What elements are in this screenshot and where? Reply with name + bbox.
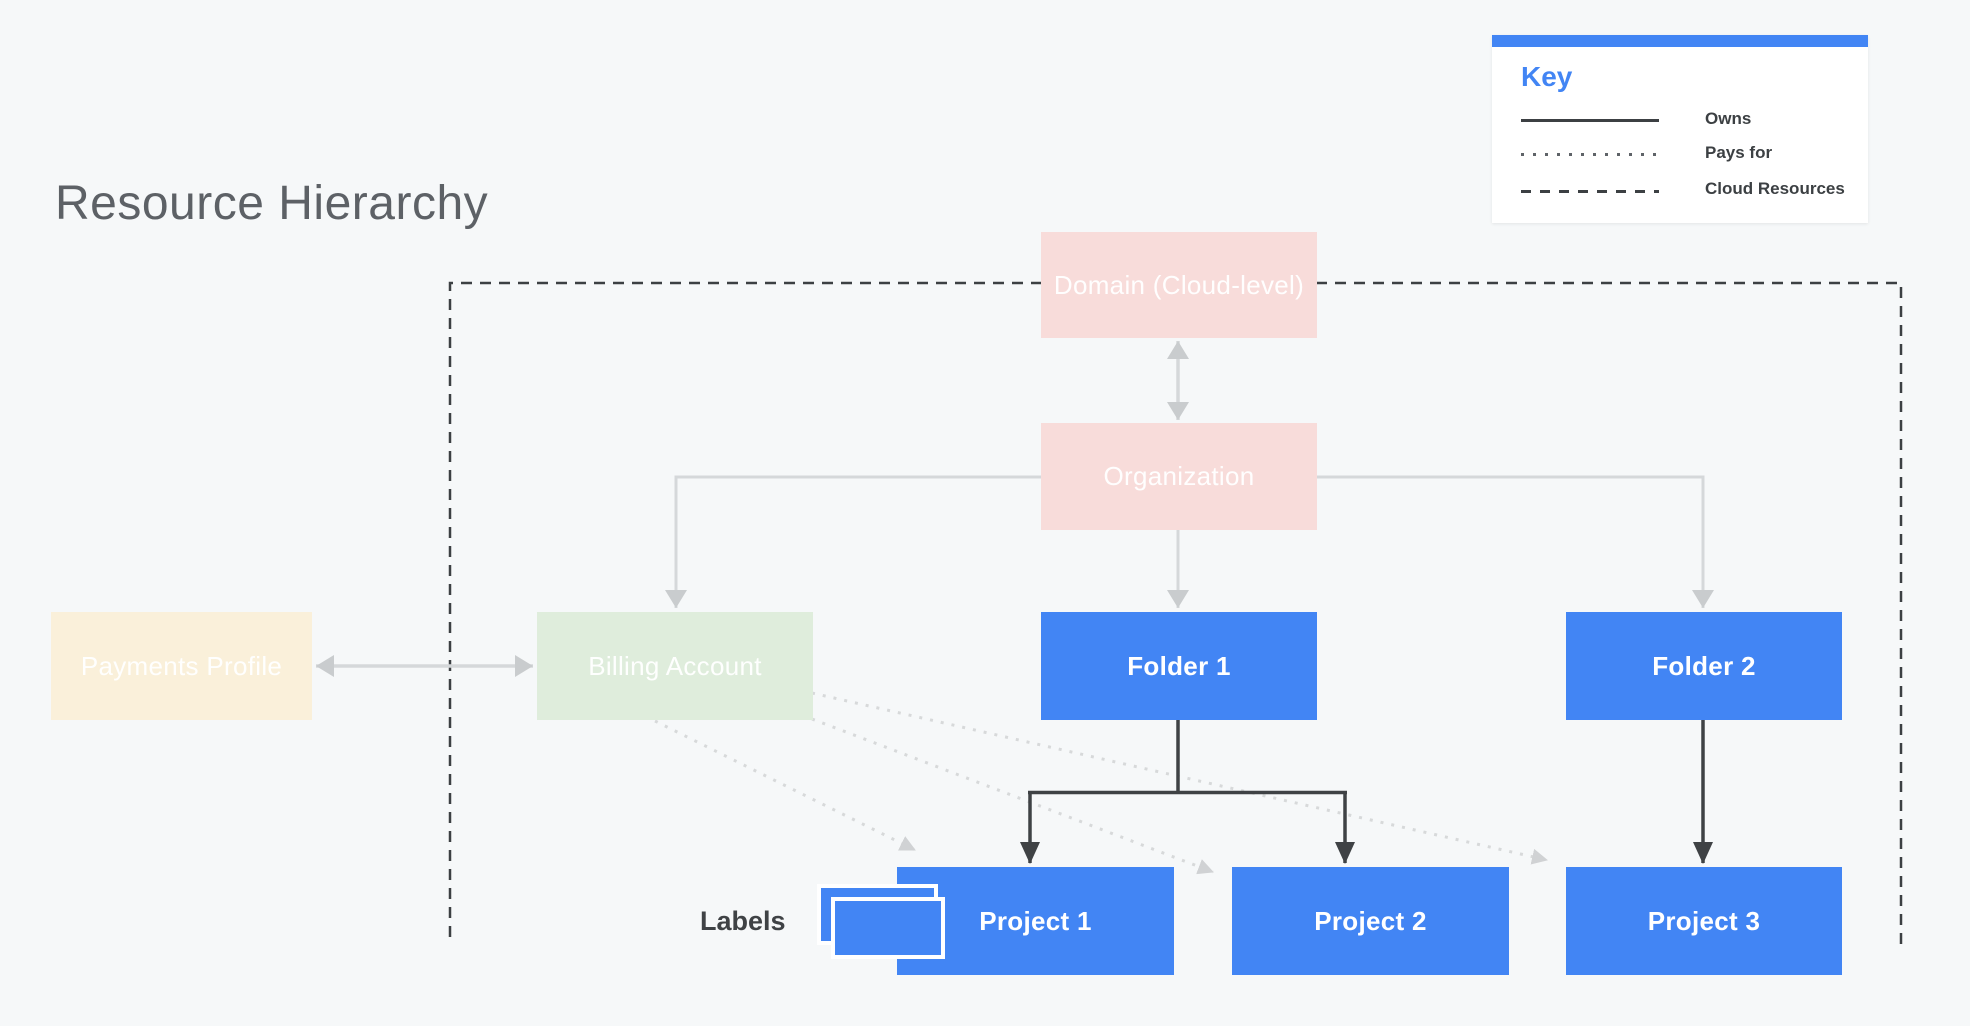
pays-for-arrow-billing-project2	[811, 717, 1214, 875]
labels-caption: Labels	[700, 906, 786, 936]
legend-panel: Key Owns Pays for Cloud Resources	[1492, 35, 1868, 223]
dotted-line-sample	[1521, 153, 1659, 156]
legend-label-cloud-resources: Cloud Resources	[1705, 179, 1845, 198]
cloud-resources-boundary	[448, 281, 1903, 951]
dashed-line-sample	[1521, 190, 1659, 193]
node-project-2: Project 2	[1232, 867, 1509, 975]
node-folder-1: Folder 1	[1041, 612, 1317, 720]
solid-line-sample	[1521, 119, 1659, 122]
node-organization: Organization	[1041, 423, 1317, 530]
owns-arrow-organization-folder2	[1316, 475, 1714, 608]
node-domain: Domain (Cloud-level)	[1041, 232, 1317, 338]
legend-accent-bar	[1492, 35, 1868, 47]
node-project-3: Project 3	[1566, 867, 1842, 975]
labels-icon-front-card	[831, 897, 945, 959]
node-folder-2: Folder 2	[1566, 612, 1842, 720]
legend-heading: Key	[1521, 61, 1573, 92]
page-title: Resource Hierarchy	[55, 177, 489, 230]
node-billing-account: Billing Account	[537, 612, 813, 720]
node-payments-profile: Payments Profile	[51, 612, 312, 720]
legend-label-owns: Owns	[1705, 109, 1752, 128]
legend-label-pays-for: Pays for	[1705, 143, 1773, 162]
owns-arrow-organization-billing	[665, 475, 1041, 608]
pays-for-arrow-billing-project1	[654, 719, 916, 852]
